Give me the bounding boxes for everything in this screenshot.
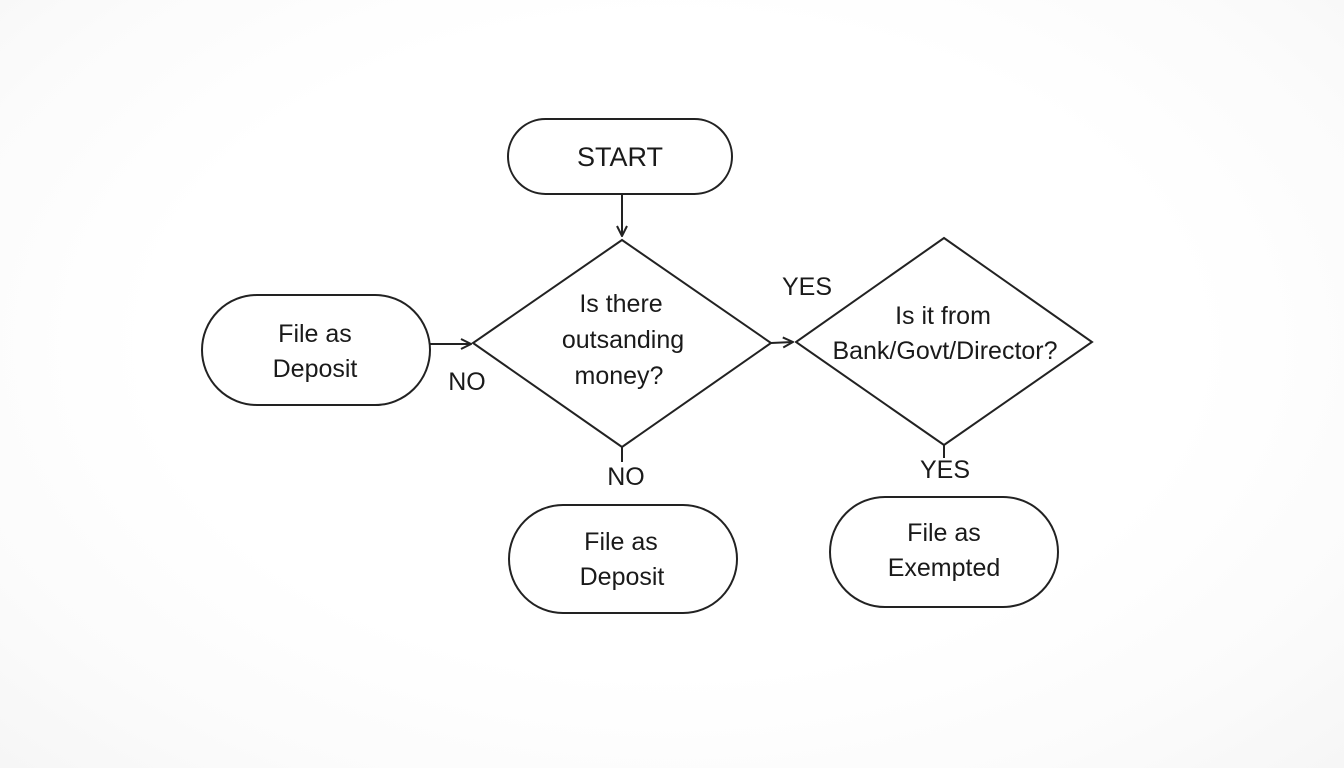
decision-source-line-1: Is it from [895, 302, 991, 330]
deposit-bottom-line-1: File as [584, 528, 658, 556]
deposit-left-line-1: File as [278, 320, 352, 348]
decision-source-node: Is it from Bank/Govt/Director? [794, 236, 1094, 447]
start-node-shape [507, 118, 733, 195]
deposit-left-node: File as Deposit [201, 294, 431, 406]
edge-label-no-left: NO [448, 368, 486, 396]
decision-outstanding-line-2: outsanding [562, 326, 684, 354]
edge-label-yes-right: YES [782, 273, 832, 301]
deposit-left-line-2: Deposit [273, 355, 358, 383]
decision-outstanding-line-1: Is there [579, 290, 662, 318]
exempted-shape [829, 496, 1059, 608]
start-node: START [507, 118, 733, 195]
exempted-node: File as Exempted [829, 496, 1059, 608]
edge-label-yes-down: YES [920, 456, 970, 484]
edge-label-no-down: NO [607, 463, 645, 491]
start-node-label: START [577, 142, 663, 172]
deposit-bottom-shape [508, 504, 738, 614]
deposit-bottom-line-2: Deposit [580, 563, 665, 591]
decision-outstanding-node: Is there outsanding money? [471, 238, 773, 449]
deposit-left-shape [201, 294, 431, 406]
edge-decision-to-source [770, 342, 793, 343]
deposit-bottom-node: File as Deposit [508, 504, 738, 614]
exempted-line-1: File as [907, 519, 981, 547]
exempted-line-2: Exempted [888, 554, 1001, 582]
decision-source-line-2: Bank/Govt/Director? [832, 337, 1057, 365]
decision-outstanding-line-3: money? [575, 362, 664, 390]
